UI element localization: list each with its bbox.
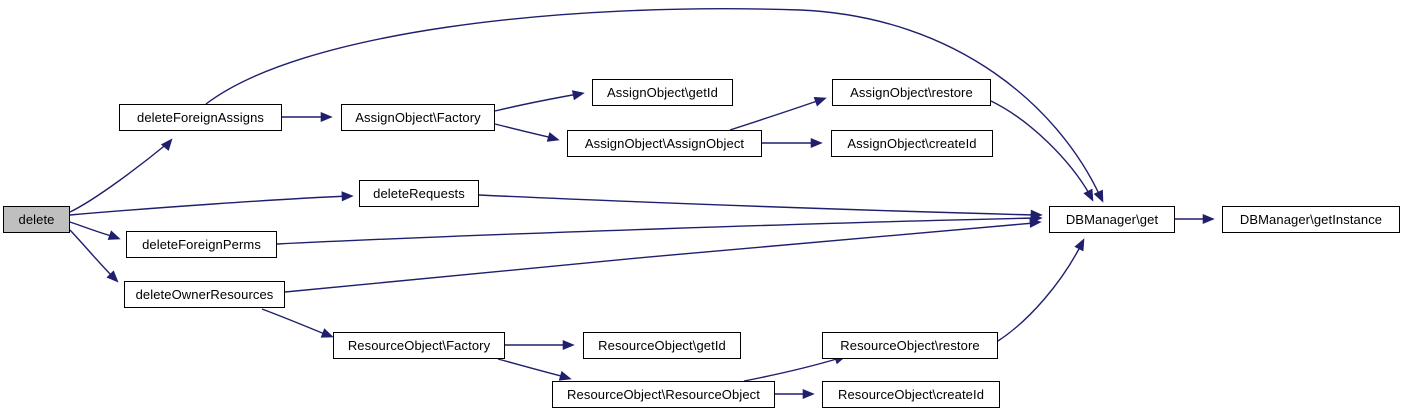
edge-delete-to-deleteForeignPerms — [69, 221, 116, 238]
edge-deleteForeignAssigns-to-DBManagerGet — [205, 8, 1101, 197]
edge-delete-to-deleteOwnerResources — [69, 229, 115, 279]
node-ResourceObjectGetId[interactable]: ResourceObject\getId — [583, 332, 741, 359]
arrowhead-ResourceObjectResourceObject-to-ResourceObjectCreateId — [802, 388, 815, 400]
node-DBManagerGetInstance[interactable]: DBManager\getInstance — [1222, 206, 1400, 233]
arrowhead-deleteOwnerResources-to-ResourceObjectFactory — [320, 328, 334, 338]
edge-ResourceObjectResourceObject-to-ResourceObjectRestore — [743, 357, 841, 382]
edge-AssignObjectAssignObject-to-AssignObjectRestore — [729, 99, 821, 131]
arrowhead-AssignObjectRestore-to-DBManagerGet — [1083, 188, 1094, 202]
arrowhead-delete-to-deleteForeignPerms — [107, 230, 121, 240]
arrowhead-ResourceObjectFactory-to-ResourceObjectGetId — [562, 339, 575, 351]
node-DBManagerGet[interactable]: DBManager\get — [1049, 206, 1175, 233]
arrowhead-deleteOwnerResources-to-DBManagerGet — [1029, 217, 1042, 228]
edge-ResourceObjectFactory-to-ResourceObjectResourceObject — [497, 358, 566, 378]
node-deleteForeignAssigns[interactable]: deleteForeignAssigns — [119, 104, 282, 131]
node-ResourceObjectFactory[interactable]: ResourceObject\Factory — [333, 332, 505, 359]
edge-deleteOwnerResources-to-ResourceObjectFactory — [261, 308, 328, 336]
edge-AssignObjectFactory-to-AssignObjectGetId — [494, 93, 579, 112]
arrowhead-deleteForeignAssigns-to-AssignObjectFactory — [320, 111, 333, 123]
edge-deleteRequests-to-DBManagerGet — [478, 194, 1036, 216]
arrowhead-delete-to-deleteOwnerResources — [106, 270, 119, 283]
arrowhead-delete-to-deleteRequests — [341, 191, 354, 202]
node-ResourceObjectRestore[interactable]: ResourceObject\restore — [822, 332, 998, 359]
node-AssignObjectAssignObject[interactable]: AssignObject\AssignObject — [567, 130, 762, 157]
arrowhead-delete-to-deleteForeignAssigns — [160, 138, 173, 151]
node-ResourceObjectResourceObject[interactable]: ResourceObject\ResourceObject — [552, 381, 775, 408]
arrowhead-DBManagerGet-to-DBManagerGetInstance — [1202, 213, 1215, 225]
arrowhead-ResourceObjectFactory-to-ResourceObjectResourceObject — [558, 370, 572, 381]
edge-deleteForeignPerms-to-DBManagerGet — [276, 217, 1036, 245]
edge-ResourceObjectRestore-to-DBManagerGet — [997, 244, 1082, 342]
edge-delete-to-deleteForeignAssigns — [69, 142, 169, 213]
node-ResourceObjectCreateId[interactable]: ResourceObject\createId — [822, 381, 1000, 408]
arrowhead-AssignObjectAssignObject-to-AssignObjectRestore — [813, 96, 827, 107]
node-AssignObjectCreateId[interactable]: AssignObject\createId — [831, 130, 993, 157]
edge-AssignObjectRestore-to-DBManagerGet — [990, 100, 1091, 196]
edge-AssignObjectFactory-to-AssignObjectAssignObject — [494, 123, 554, 139]
edge-deleteOwnerResources-to-DBManagerGet — [284, 222, 1035, 293]
node-deleteForeignPerms[interactable]: deleteForeignPerms — [126, 231, 277, 258]
arrowhead-deleteForeignAssigns-to-DBManagerGet — [1093, 189, 1104, 203]
arrowhead-ResourceObjectRestore-to-DBManagerGet — [1074, 238, 1085, 252]
arrowhead-AssignObjectAssignObject-to-AssignObjectCreateId — [810, 137, 823, 149]
node-AssignObjectFactory[interactable]: AssignObject\Factory — [341, 104, 495, 131]
node-deleteOwnerResources[interactable]: deleteOwnerResources — [124, 281, 285, 308]
edge-delete-to-deleteRequests — [69, 195, 349, 216]
node-deleteRequests[interactable]: deleteRequests — [359, 180, 479, 207]
node-AssignObjectRestore[interactable]: AssignObject\restore — [832, 79, 991, 106]
arrowhead-AssignObjectFactory-to-AssignObjectGetId — [571, 90, 585, 101]
arrowhead-AssignObjectFactory-to-AssignObjectAssignObject — [546, 132, 560, 142]
node-delete[interactable]: delete — [3, 206, 70, 233]
node-AssignObjectGetId[interactable]: AssignObject\getId — [592, 79, 733, 106]
